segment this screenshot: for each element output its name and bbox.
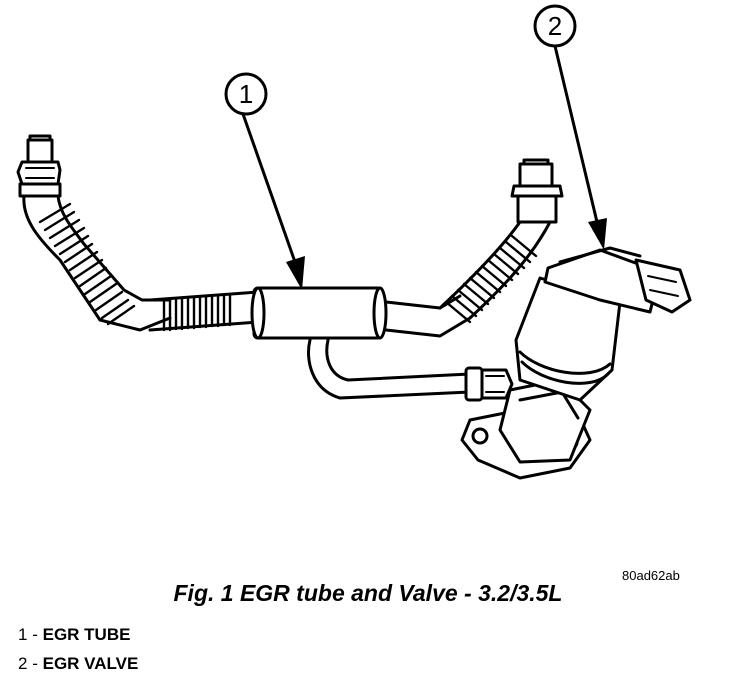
left-tube-bend <box>22 194 172 332</box>
right-tube-fitting <box>510 158 564 224</box>
figure-caption: Fig. 1 EGR tube and Valve - 3.2/3.5L <box>0 580 736 607</box>
legend: 1 - EGR TUBE 2 - EGR VALVE <box>18 624 138 682</box>
lower-branch-tube <box>307 338 472 400</box>
figure-id: 80ad62ab <box>622 568 680 583</box>
legend-number: 2 <box>18 654 28 673</box>
legend-item-egr-tube: 1 - EGR TUBE <box>18 624 138 653</box>
left-tube-fitting <box>16 134 62 198</box>
legend-number: 1 <box>18 625 28 644</box>
middle-corrugated-section <box>162 293 232 332</box>
egr-valve <box>460 246 692 480</box>
legend-separator: - <box>32 654 38 673</box>
figure-caption-text: Fig. 1 EGR tube and Valve - 3.2/3.5L <box>173 580 563 606</box>
callout-2-number: 2 <box>548 11 562 41</box>
left-corrugated-section <box>38 202 136 326</box>
callout-2-arrowhead <box>588 218 607 250</box>
center-sleeve <box>250 286 388 340</box>
legend-separator: - <box>32 625 38 644</box>
egr-diagram: 1 2 <box>16 4 692 480</box>
legend-item-egr-valve: 2 - EGR VALVE <box>18 653 138 682</box>
lower-branch-fitting <box>464 366 514 402</box>
egr-tube <box>16 134 564 402</box>
legend-label: EGR TUBE <box>42 625 131 644</box>
callout-1: 1 <box>224 72 297 264</box>
callout-1-arrowhead <box>286 256 305 290</box>
callout-1-number: 1 <box>239 79 253 109</box>
valve-connector <box>634 258 692 314</box>
legend-label: EGR VALVE <box>42 654 139 673</box>
callout-2: 2 <box>533 4 599 224</box>
right-corrugated-section <box>444 234 538 324</box>
